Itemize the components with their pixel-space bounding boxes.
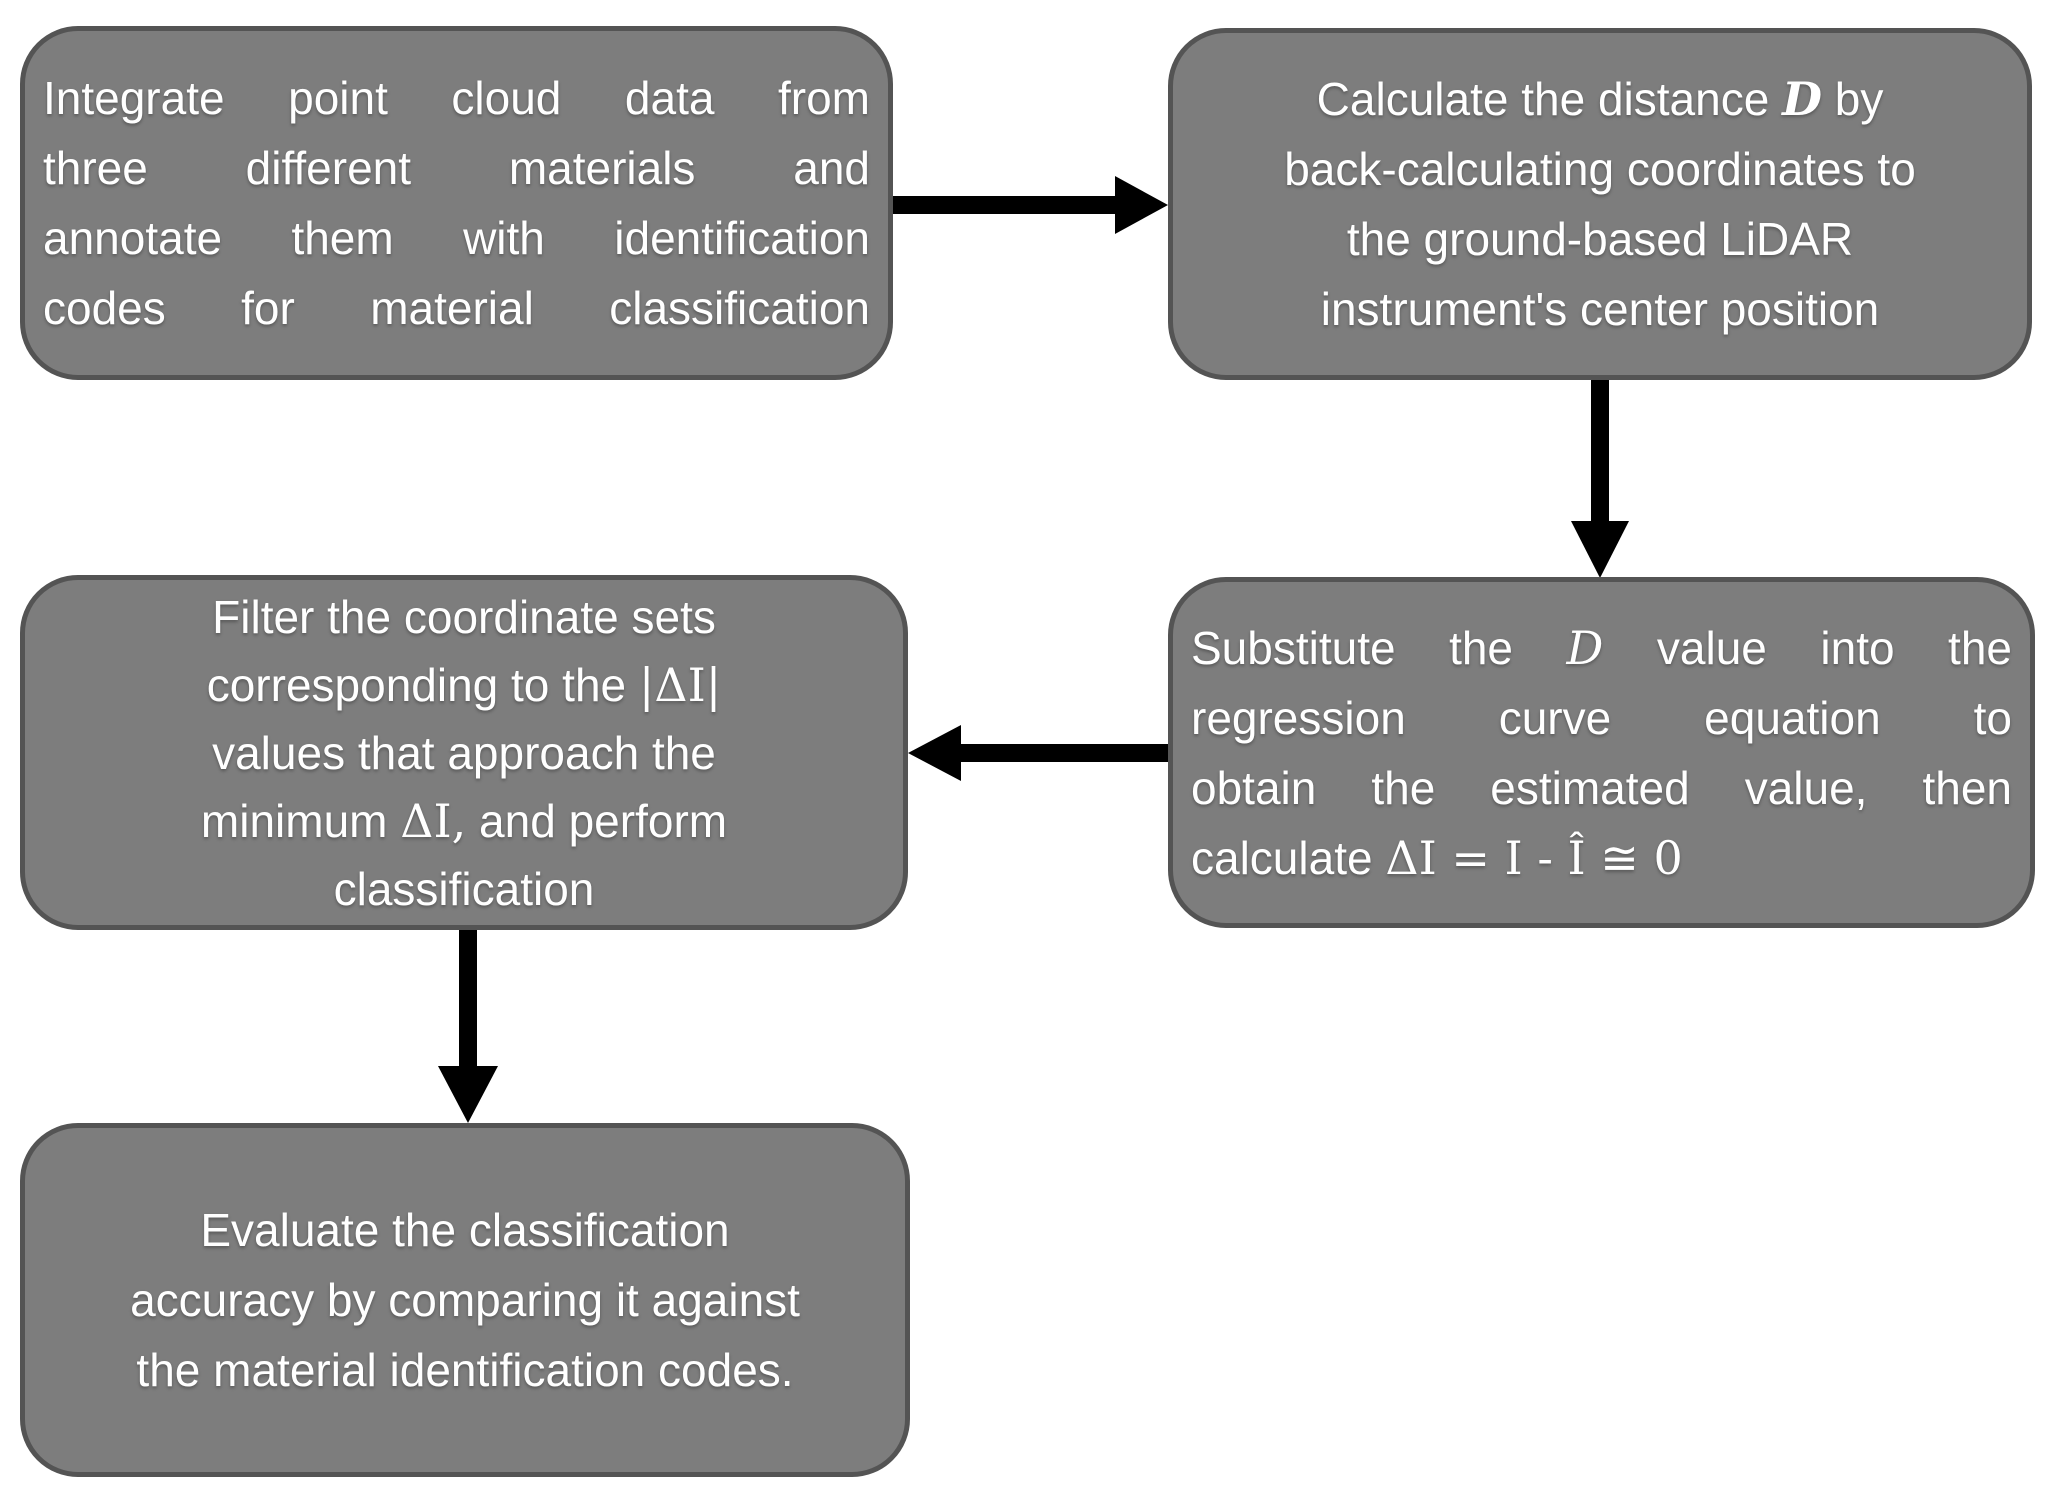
step-substitute-box: Substitute the D value into the regressi… <box>1168 577 2035 928</box>
text-segment: classification <box>333 862 595 915</box>
step-distance-line-1: Calculate the distance D by <box>1173 64 2027 134</box>
arrow-shaft <box>1591 380 1609 526</box>
step-integrate-line-4: codes for material classification <box>25 273 888 343</box>
text-segment: by <box>1821 73 1884 125</box>
text-segment: corresponding to the <box>206 658 639 711</box>
step-integrate-line-3: annotate them with identification <box>25 203 888 273</box>
step-integrate-line-2: three different materials and <box>25 133 888 203</box>
text-segment: Filter the coordinate sets <box>212 590 716 643</box>
step-substitute-line-2: regression curve equation to <box>1173 683 2030 753</box>
text-segment: three different materials and <box>43 142 870 194</box>
arrow-head <box>1115 176 1168 234</box>
text-segment: codes for material classification <box>43 282 870 334</box>
math-symbol-D: D <box>1566 620 1604 675</box>
text-segment: Substitute the <box>1191 621 1567 674</box>
arrow-integrate-to-distance-icon <box>893 176 1168 234</box>
arrow-head <box>438 1066 498 1123</box>
arrow-head <box>908 725 961 781</box>
step-filter-line-5: classification <box>25 855 903 923</box>
arrow-shaft <box>893 196 1121 214</box>
step-distance-box: Calculate the distance D by back-calcula… <box>1168 28 2032 380</box>
text-segment: accuracy by comparing it against <box>130 1274 800 1326</box>
text-segment: regression curve equation to <box>1191 691 2012 744</box>
step-substitute-line-3: obtain the estimated value, then <box>1173 753 2030 823</box>
math-delta-i: ΔI, <box>400 793 467 848</box>
text-segment: the material identification codes. <box>136 1344 794 1396</box>
text-segment: Integrate point cloud data from <box>43 72 870 124</box>
arrow-distance-to-substitute-icon <box>1571 380 1629 578</box>
text-segment: values that approach the <box>212 726 716 779</box>
step-distance-line-4: instrument's center position <box>1173 274 2027 344</box>
step-evaluate-line-2: accuracy by comparing it against <box>25 1265 905 1335</box>
step-integrate-line-1: Integrate point cloud data from <box>25 63 888 133</box>
step-evaluate-line-1: Evaluate the classification <box>25 1195 905 1265</box>
math-abs-delta-i: |ΔI| <box>638 657 722 712</box>
step-distance-line-2: back-calculating coordinates to <box>1173 134 2027 204</box>
text-segment: minimum <box>200 794 401 847</box>
arrow-shaft <box>459 930 477 1071</box>
arrow-filter-to-evaluate-icon <box>438 930 498 1123</box>
text-segment: Evaluate the classification <box>200 1204 730 1256</box>
text-segment: value into the <box>1603 621 2012 674</box>
step-filter-line-1: Filter the coordinate sets <box>25 583 903 651</box>
arrow-head <box>1571 521 1629 578</box>
step-evaluate-box: Evaluate the classification accuracy by … <box>20 1123 910 1477</box>
math-symbol-D: D <box>1782 72 1822 126</box>
math-equation-delta-i: ΔI = I - Î ≅ 0 <box>1385 830 1683 885</box>
step-integrate-box: Integrate point cloud data from three di… <box>20 26 893 380</box>
step-substitute-line-4: calculate ΔI = I - Î ≅ 0 <box>1173 823 2030 893</box>
arrow-substitute-to-filter-icon <box>908 725 1168 781</box>
text-segment: calculate <box>1191 831 1386 884</box>
step-filter-line-4: minimum ΔI, and perform <box>25 787 903 855</box>
text-segment: obtain the estimated value, then <box>1191 761 2012 814</box>
text-segment: instrument's center position <box>1320 283 1880 335</box>
text-segment: back-calculating coordinates to <box>1284 143 1916 195</box>
text-segment: annotate them with identification <box>43 212 870 264</box>
step-evaluate-line-3: the material identification codes. <box>25 1335 905 1405</box>
step-filter-line-3: values that approach the <box>25 719 903 787</box>
step-distance-line-3: the ground-based LiDAR <box>1173 204 2027 274</box>
text-segment: and perform <box>466 794 728 847</box>
text-segment: the ground-based LiDAR <box>1346 213 1854 265</box>
step-substitute-line-1: Substitute the D value into the <box>1173 613 2030 683</box>
arrow-shaft <box>956 744 1168 762</box>
step-filter-line-2: corresponding to the |ΔI| <box>25 651 903 719</box>
text-segment: Calculate the distance <box>1316 73 1783 125</box>
step-filter-box: Filter the coordinate sets corresponding… <box>20 575 908 930</box>
